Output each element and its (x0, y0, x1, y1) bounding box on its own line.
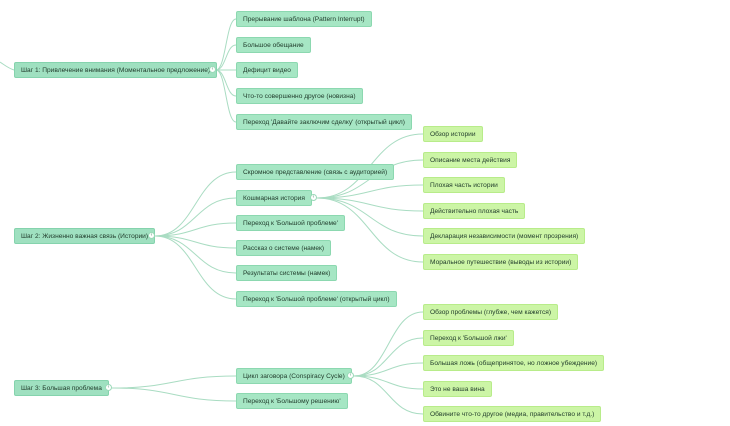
story-child-5[interactable]: Декларация независимости (момент прозрен… (423, 228, 586, 244)
step-2-child-4[interactable]: Рассказ о системе (намек) (236, 240, 332, 256)
connector-line-5 (154, 171, 237, 237)
connector-line-8 (154, 235, 237, 249)
conspiracy-child-4[interactable]: Это не ваша вина (423, 381, 492, 397)
step-3-node[interactable]: Шаг 3: Большая проблема (14, 380, 109, 396)
conspiracy-child-3[interactable]: Большая ложь (общепринятое, но ложное уб… (423, 355, 605, 371)
connector-line-15 (316, 197, 424, 237)
connector-line-0 (215, 18, 237, 71)
story-child-3[interactable]: Плохая часть истории (423, 177, 505, 193)
step-2-node[interactable]: Шаг 2: Жизненно важная связь (Истории) (14, 228, 156, 244)
step-2-child-6[interactable]: Переход к 'Большой проблеме' (открытый ц… (236, 291, 397, 307)
step-1-node[interactable]: Шаг 1: Привлечение внимания (Моментально… (14, 62, 218, 78)
step-1-child-1[interactable]: Прерывание шаблона (Pattern Interrupt) (236, 11, 372, 27)
conspiracy-child-2[interactable]: Переход к 'Большой лжи' (423, 330, 514, 346)
connector-line-9 (154, 235, 237, 274)
connector-line-21 (353, 362, 424, 377)
connector-line-14 (316, 197, 424, 212)
step-2-child-5[interactable]: Результаты системы (намек) (236, 265, 338, 281)
connector-line-17 (111, 375, 237, 389)
step-2-child-1[interactable]: Скромное представление (связь с аудитори… (236, 164, 395, 180)
step-2-child-2[interactable]: Кошмарная история (236, 190, 312, 206)
step-1-child-3[interactable]: Дефицит видео (236, 62, 298, 78)
story-child-4[interactable]: Действительно плохая часть (423, 203, 526, 219)
connector-line-4 (215, 69, 237, 123)
step-3-child-2[interactable]: Переход к 'Большому решению' (236, 393, 348, 409)
step-1-collapse-icon[interactable]: ‹ (209, 66, 216, 73)
conspiracy-child-1[interactable]: Обзор проблемы (глубже, чем кажется) (423, 304, 559, 320)
step-2-child-2-collapse-icon[interactable]: ‹ (310, 194, 317, 201)
connector-line-23 (353, 375, 424, 415)
connector-line-3 (215, 69, 237, 97)
step-3-collapse-icon[interactable]: ‹ (105, 384, 112, 391)
connector-line-7 (154, 222, 237, 237)
connector-line-20 (353, 337, 424, 377)
connector-line-1 (215, 44, 237, 71)
conspiracy-child-5[interactable]: Обвините что-то другое (медиа, правитель… (423, 406, 602, 422)
step-3-child-1[interactable]: Цикл заговора (Conspiracy Cycle) (236, 368, 352, 384)
connector-line-13 (316, 184, 424, 199)
connector-line-10 (154, 235, 237, 300)
story-child-1[interactable]: Обзор истории (423, 126, 483, 142)
step-1-child-2[interactable]: Большое обещание (236, 37, 311, 53)
step-2-child-3[interactable]: Переход к 'Большой проблеме' (236, 215, 345, 231)
step-1-child-4[interactable]: Что-то совершенно другое (новизна) (236, 88, 363, 104)
connector-line-edge (0, 61, 15, 71)
step-3-child-1-collapse-icon[interactable]: ‹ (347, 372, 354, 379)
step-1-child-5[interactable]: Переход 'Давайте заключим сделку' (откры… (236, 114, 412, 130)
story-child-6[interactable]: Моральное путешествие (выводы из истории… (423, 254, 579, 270)
connector-line-16 (316, 197, 424, 263)
step-2-collapse-icon[interactable]: ‹ (148, 232, 155, 239)
story-child-2[interactable]: Описание места действия (423, 152, 518, 168)
connector-line-22 (353, 375, 424, 390)
connector-line-6 (154, 197, 237, 237)
connector-line-18 (111, 387, 237, 402)
connector-line-19 (353, 311, 424, 377)
